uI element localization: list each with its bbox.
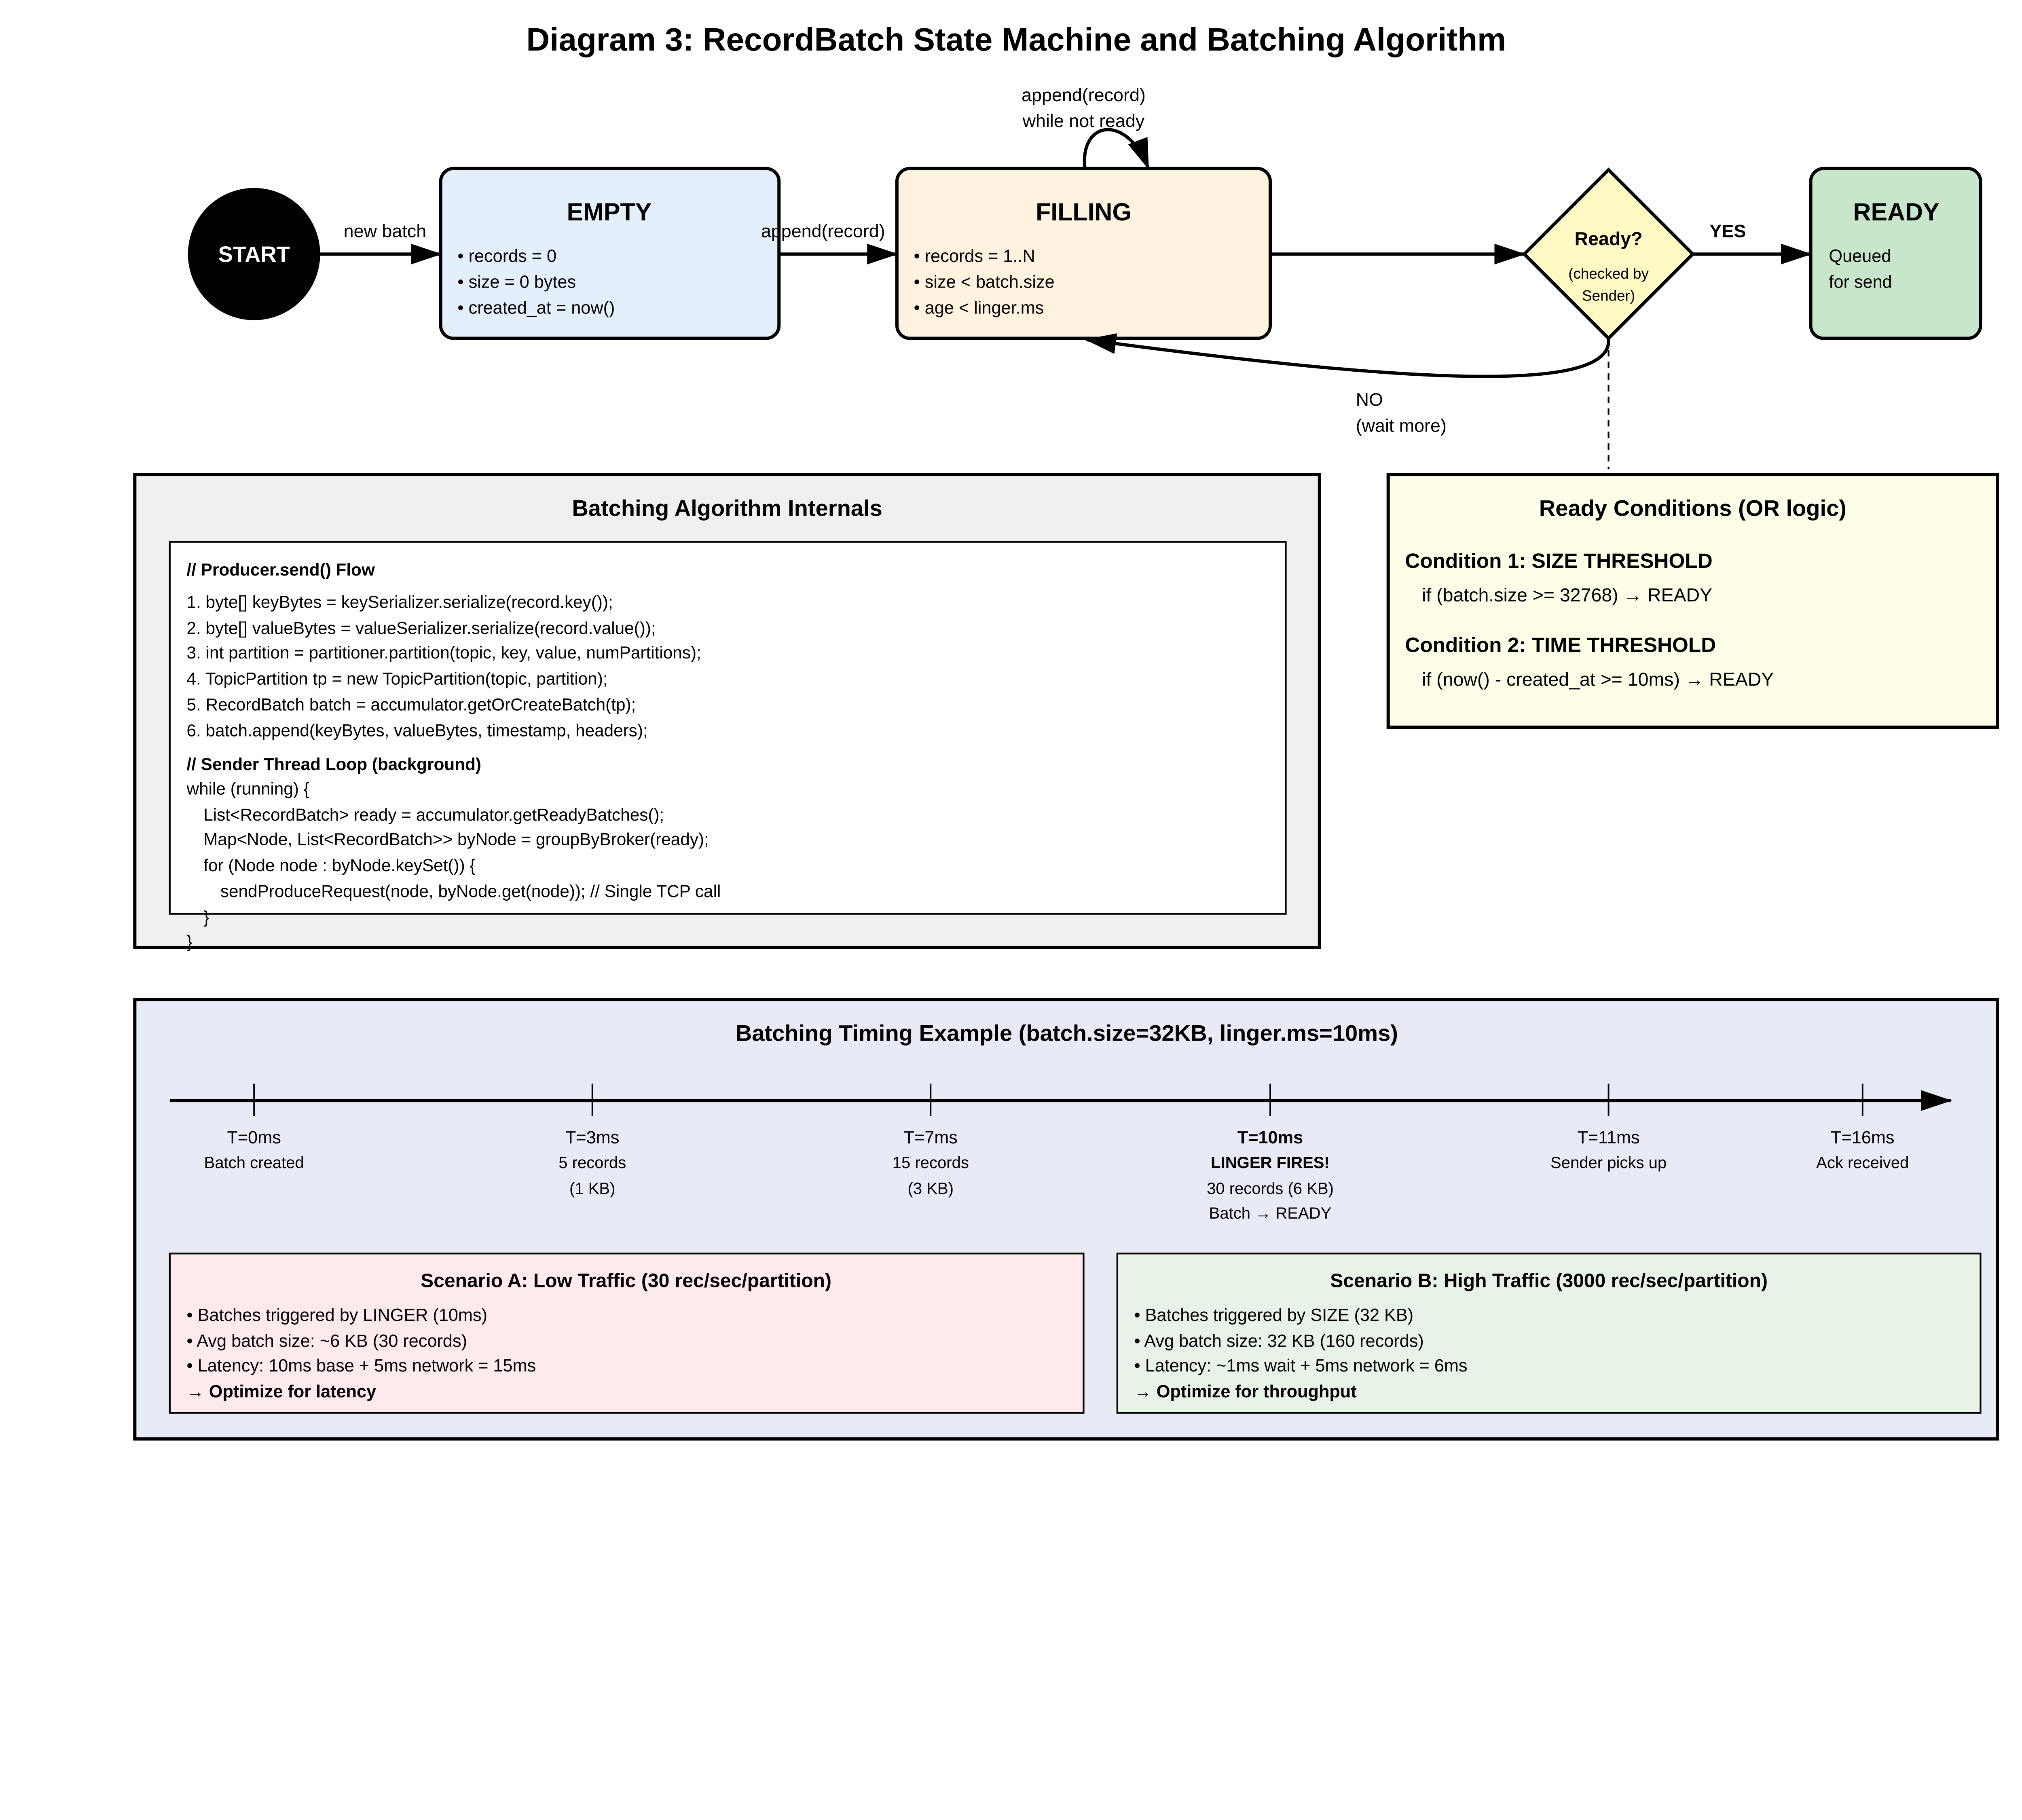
code-line: List<RecordBatch> ready = accumulator.ge… — [203, 805, 664, 824]
empty-line: • records = 0 — [457, 246, 556, 266]
ready-conditions-panel: Ready Conditions (OR logic) Condition 1:… — [1386, 473, 1999, 729]
empty-title: EMPTY — [567, 198, 652, 226]
code-line: } — [187, 932, 192, 951]
code-line: 1. byte[] keyBytes = keySerializer.seria… — [187, 593, 613, 612]
tick-0: T=0ms Batch created — [204, 1084, 304, 1172]
code-header: // Sender Thread Loop (background) — [187, 755, 482, 774]
tick-label: T=11ms — [1577, 1128, 1639, 1147]
code-line: 2. byte[] valueBytes = valueSerializer.s… — [187, 618, 656, 637]
self-loop-label: append(record) — [1022, 85, 1146, 105]
filling-line: • size < batch.size — [914, 273, 1055, 292]
start-node: START — [188, 188, 320, 320]
tick-1: T=3ms 5 records (1 KB) — [558, 1084, 626, 1198]
condition-2-rule: if (now() - created_at >= 10ms) → READY — [1422, 669, 1774, 690]
tick-note: (3 KB) — [908, 1180, 954, 1198]
scenario-b-conclusion: → Optimize for throughput — [1134, 1382, 1356, 1401]
scenario-a-line: • Batches triggered by LINGER (10ms) — [187, 1306, 487, 1325]
tick-label: T=10ms — [1237, 1128, 1303, 1147]
tick-4: T=11ms Sender picks up — [1550, 1084, 1667, 1172]
no-label: (wait more) — [1356, 415, 1447, 436]
page-title: Diagram 3: RecordBatch State Machine and… — [526, 21, 1506, 57]
code-line: 4. TopicPartition tp = new TopicPartitio… — [187, 669, 608, 688]
arrow-no — [1085, 333, 1610, 378]
ready-decision: Ready? (checked by Sender) — [1522, 167, 1695, 341]
self-loop-arrow — [1083, 128, 1150, 170]
timing-panel: Batching Timing Example (batch.size=32KB… — [133, 998, 1999, 1441]
condition-1-title: Condition 1: SIZE THRESHOLD — [1405, 549, 1712, 572]
new-batch-label: new batch — [344, 221, 427, 241]
ready-line: Queued — [1829, 246, 1891, 266]
code-line: while (running) { — [186, 779, 309, 798]
scenario-b-line: • Latency: ~1ms wait + 5ms network = 6ms — [1134, 1356, 1467, 1376]
scenario-a-title: Scenario A: Low Traffic (30 rec/sec/part… — [421, 1270, 831, 1292]
scenario-a-line: • Latency: 10ms base + 5ms network = 15m… — [187, 1356, 536, 1376]
tick-note: Batch created — [204, 1154, 304, 1172]
empty-line: • size = 0 bytes — [457, 273, 576, 292]
code-line: 5. RecordBatch batch = accumulator.getOr… — [187, 695, 636, 714]
tick-note: Sender picks up — [1550, 1154, 1667, 1172]
filling-state: FILLING • records = 1..N • size < batch.… — [895, 167, 1272, 340]
diagram-canvas: Diagram 3: RecordBatch State Machine and… — [133, 21, 1999, 1441]
code-line: for (Node node : byNode.keySet()) { — [203, 856, 475, 875]
conditions-title: Ready Conditions (OR logic) — [1539, 495, 1846, 521]
filling-line: • age < linger.ms — [914, 298, 1044, 318]
tick-note: Batch → READY — [1209, 1204, 1332, 1222]
yes-label: YES — [1710, 221, 1746, 241]
timing-title: Batching Timing Example (batch.size=32KB… — [736, 1020, 1398, 1046]
append-label: append(record) — [761, 221, 885, 241]
decision-note: Sender) — [1582, 288, 1635, 304]
tick-note: Ack received — [1816, 1154, 1909, 1172]
condition-1-rule: if (batch.size >= 32768) → READY — [1422, 584, 1712, 605]
tick-label: T=3ms — [565, 1128, 619, 1147]
self-loop-label: while not ready — [1022, 110, 1145, 131]
decision-note: (checked by — [1568, 265, 1649, 282]
start-label: START — [218, 242, 290, 267]
tick-3: T=10ms LINGER FIRES! 30 records (6 KB) B… — [1207, 1084, 1334, 1222]
no-label: NO — [1356, 389, 1383, 410]
tick-2: T=7ms 15 records (3 KB) — [893, 1084, 969, 1198]
code-line: } — [203, 908, 209, 927]
decision-title: Ready? — [1575, 228, 1643, 249]
scenario-b-line: • Avg batch size: 32 KB (160 records) — [1134, 1331, 1423, 1351]
filling-title: FILLING — [1036, 198, 1132, 226]
tick-note: (1 KB) — [569, 1180, 615, 1198]
scenario-b-title: Scenario B: High Traffic (3000 rec/sec/p… — [1330, 1270, 1768, 1292]
tick-note: 15 records — [893, 1154, 969, 1172]
scenario-a: Scenario A: Low Traffic (30 rec/sec/part… — [169, 1253, 1085, 1414]
scenario-a-line: • Avg batch size: ~6 KB (30 records) — [187, 1331, 467, 1351]
internals-panel: Batching Algorithm Internals // Producer… — [133, 473, 1321, 951]
internals-title: Batching Algorithm Internals — [572, 495, 882, 521]
tick-note: 30 records (6 KB) — [1207, 1180, 1334, 1198]
scenario-b: Scenario B: High Traffic (3000 rec/sec/p… — [1116, 1253, 1982, 1414]
filling-line: • records = 1..N — [914, 246, 1035, 266]
tick-label: T=0ms — [227, 1128, 281, 1147]
code-line: 3. int partition = partitioner.partition… — [187, 643, 701, 662]
code-line: Map<Node, List<RecordBatch>> byNode = gr… — [203, 830, 709, 849]
tick-note: 5 records — [558, 1154, 626, 1172]
code-line: 6. batch.append(keyBytes, valueBytes, ti… — [187, 721, 648, 740]
scenario-a-conclusion: → Optimize for latency — [187, 1382, 376, 1401]
ready-line: for send — [1829, 273, 1892, 292]
ready-state: READY Queued for send — [1809, 167, 1982, 340]
tick-label: T=16ms — [1831, 1128, 1894, 1147]
tick-label: T=7ms — [904, 1128, 958, 1147]
code-header: // Producer.send() Flow — [187, 560, 375, 579]
ready-title: READY — [1853, 198, 1940, 226]
code-line: sendProduceRequest(node, byNode.get(node… — [220, 882, 721, 901]
empty-line: • created_at = now() — [457, 298, 615, 318]
tick-note: LINGER FIRES! — [1211, 1154, 1330, 1172]
tick-5: T=16ms Ack received — [1816, 1084, 1909, 1172]
empty-state: EMPTY • records = 0 • size = 0 bytes • c… — [439, 167, 781, 340]
scenario-b-line: • Batches triggered by SIZE (32 KB) — [1134, 1306, 1413, 1325]
condition-2-title: Condition 2: TIME THRESHOLD — [1405, 633, 1716, 656]
